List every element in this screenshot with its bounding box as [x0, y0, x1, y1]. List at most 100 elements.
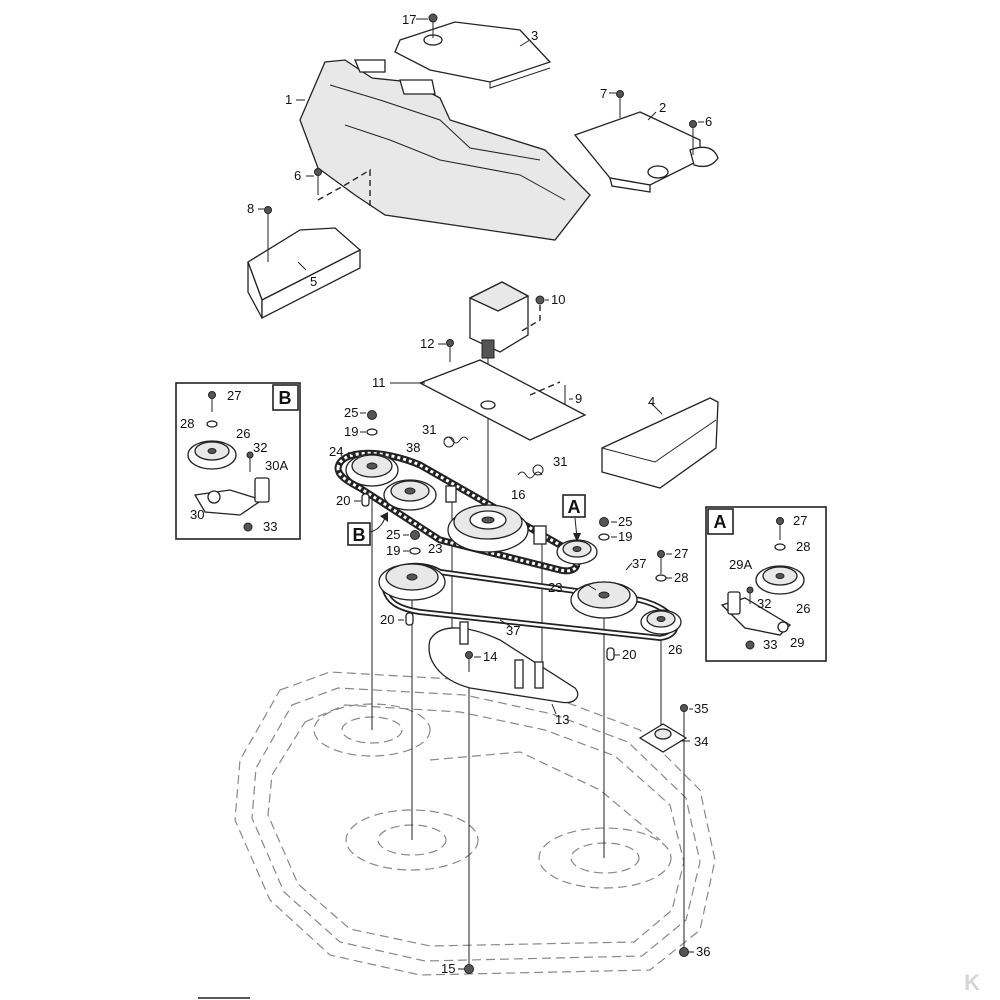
callout-25-top: 25 — [344, 405, 358, 420]
detail-b-label-30: 30 — [190, 507, 204, 522]
callout-7: 7 — [600, 86, 607, 101]
callout-20-upper: 20 — [336, 493, 350, 508]
callout-20-lower-left: 20 — [380, 612, 394, 627]
callout-38: 38 — [406, 440, 420, 455]
detail-a-label-33: 33 — [763, 637, 777, 652]
bolt-part-6-right[interactable] — [689, 120, 697, 156]
nut-part-15[interactable] — [464, 964, 474, 974]
belt-shield-part-4[interactable] — [601, 397, 719, 489]
spring-part-31-lower[interactable] — [517, 464, 544, 479]
cover-plate-part-3[interactable] — [394, 21, 552, 89]
callout-11: 11 — [372, 375, 386, 390]
callout-35: 35 — [694, 701, 708, 716]
callout-19-right: 19 — [618, 529, 632, 544]
pulley-part-16[interactable] — [447, 504, 529, 553]
detail-b-label-33: 33 — [263, 519, 277, 534]
callout-25-mid: 25 — [386, 527, 400, 542]
callout-8: 8 — [247, 201, 254, 216]
detail-marker-a[interactable]: A — [562, 494, 586, 542]
belt-shield-part-5[interactable] — [247, 227, 362, 320]
callout-3: 3 — [531, 28, 538, 43]
pulley-marker-a[interactable] — [556, 539, 598, 565]
bolt-part-8[interactable] — [264, 206, 272, 263]
callout-2: 2 — [659, 100, 666, 115]
bolt-part-7[interactable] — [616, 90, 624, 119]
callout-31-upper: 31 — [422, 422, 436, 437]
bolt-part-6-left[interactable] — [314, 168, 371, 211]
callout-26: 26 — [668, 642, 682, 657]
callout-37-right: 37 — [632, 556, 646, 571]
callout-leaders — [258, 18, 704, 970]
bolt-part-10[interactable] — [519, 295, 545, 333]
callout-6-right: 6 — [705, 114, 712, 129]
callout-12: 12 — [420, 336, 434, 351]
spacer-part-20-lower-left[interactable] — [405, 612, 414, 626]
callout-27: 27 — [674, 546, 688, 561]
callout-24: 24 — [329, 444, 343, 459]
spacer-part-20-lower-right[interactable] — [606, 647, 615, 661]
detail-a-label-28: 28 — [796, 539, 810, 554]
callout-9: 9 — [575, 391, 582, 406]
bolt-part-12[interactable] — [446, 339, 454, 363]
gearbox[interactable] — [468, 281, 530, 359]
callout-31-lower: 31 — [553, 454, 567, 469]
detail-a-label-29: 29 — [790, 635, 804, 650]
callout-1: 1 — [285, 92, 292, 107]
callout-19-mid: 19 — [386, 543, 400, 558]
detail-b-label-32: 32 — [253, 440, 267, 455]
detail-a-label-26: 26 — [796, 601, 810, 616]
mower-deck-outline — [234, 671, 716, 976]
bolt-part-35[interactable] — [680, 704, 688, 731]
callout-13: 13 — [555, 712, 569, 727]
brand-watermark: K — [964, 970, 980, 995]
pulley-part-23-left[interactable] — [378, 563, 446, 601]
detail-b-panel: B 27 28 26 32 30A 30 33 — [175, 382, 301, 540]
pulley-part-26-lower[interactable] — [640, 609, 682, 635]
svg-text:B: B — [353, 525, 366, 545]
callout-4: 4 — [648, 394, 655, 409]
detail-a-panel: A 27 28 29A 32 26 33 29 — [705, 506, 827, 662]
spacer-part-20-upper[interactable] — [361, 493, 370, 507]
bolt-part-17[interactable] — [428, 13, 438, 38]
bushing-parts — [445, 485, 547, 545]
bracket-part-34[interactable] — [638, 723, 688, 753]
detail-b-label-26: 26 — [236, 426, 250, 441]
detail-marker-b[interactable]: B — [347, 512, 388, 546]
detail-b-label-27: 27 — [227, 388, 241, 403]
callout-16: 16 — [511, 487, 525, 502]
nut-part-36[interactable] — [679, 947, 689, 957]
callout-23-right: 23 — [548, 580, 562, 595]
callout-19-top: 19 — [344, 424, 358, 439]
cover-main-part-1[interactable] — [299, 59, 591, 241]
support-plate-part-13[interactable] — [428, 621, 579, 704]
callout-37-lower: 37 — [506, 623, 520, 638]
detail-b-label-30a: 30A — [265, 458, 288, 473]
pulley-part-26-idler[interactable] — [383, 479, 437, 511]
pulley-part-23-right[interactable] — [570, 581, 638, 619]
callout-28: 28 — [674, 570, 688, 585]
nut-washer-stack-left-top[interactable] — [366, 410, 378, 436]
bolt-washer-stack-right[interactable] — [655, 550, 667, 582]
nut-washer-stack-left-mid[interactable] — [409, 530, 421, 555]
callout-10: 10 — [551, 292, 565, 307]
callout-25-right: 25 — [618, 514, 632, 529]
callout-20-lower-right: 20 — [622, 647, 636, 662]
cover-plate-part-2[interactable] — [573, 111, 719, 193]
callout-34: 34 — [694, 734, 708, 749]
detail-a-label-32: 32 — [757, 596, 771, 611]
callout-23-left: 23 — [428, 541, 442, 556]
callout-15: 15 — [441, 961, 455, 976]
svg-text:B: B — [279, 388, 292, 408]
pin-part-9[interactable] — [529, 381, 566, 405]
callout-14: 14 — [483, 649, 497, 664]
detail-a-label-27: 27 — [793, 513, 807, 528]
nut-washer-stack-right[interactable] — [598, 517, 610, 541]
spring-part-31-upper[interactable] — [443, 436, 469, 448]
mount-plate-part-11[interactable] — [418, 359, 587, 441]
callout-36: 36 — [696, 944, 710, 959]
bolt-part-14[interactable] — [465, 651, 473, 673]
callout-17: 17 — [402, 12, 416, 27]
footer-decor: K — [198, 970, 980, 999]
pulley-part-24[interactable] — [345, 453, 399, 487]
